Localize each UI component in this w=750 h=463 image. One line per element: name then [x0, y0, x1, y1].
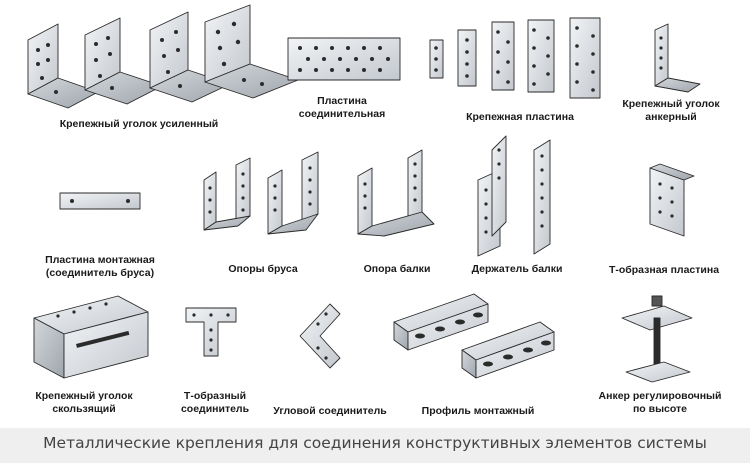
label-corner-connector: Угловой соединитель	[273, 405, 387, 417]
t-shaped-plate-image	[649, 163, 695, 237]
connecting-plate-holes	[298, 46, 390, 72]
label-adjustable-anchor: Анкер регулировочный по высоте	[598, 390, 722, 415]
label-mounting-profile: Профиль монтажный	[421, 405, 535, 417]
mounting-profile-slots	[415, 312, 551, 367]
corner-connector-image	[299, 303, 341, 369]
anchor-angle-bracket-image	[654, 23, 701, 93]
timber-supports-image	[203, 151, 319, 235]
corner-connector-holes	[316, 312, 328, 360]
label-reinforced-angle: Крепежный уголок усиленный	[59, 118, 219, 130]
mounting-plates-holes	[434, 26, 595, 92]
label-anchor-angle: Крепежный уголок анкерный	[622, 98, 720, 123]
sliding-angle-bracket-image	[33, 295, 149, 379]
t-shaped-connector-holes	[192, 313, 230, 352]
anchor-angle-holes	[659, 36, 663, 70]
mounting-plates-image	[429, 17, 601, 99]
connecting-plate-image	[287, 37, 401, 81]
label-mounting-plate: Крепежная пластина	[466, 111, 574, 123]
reinforced-angle-bracket-image	[27, 4, 299, 109]
label-beam-holder: Держатель балки	[471, 263, 563, 275]
caption-bar	[0, 428, 750, 463]
label-sliding-angle: Крепежный уголок скользящий	[35, 390, 133, 415]
label-connecting-plate: Пластина соединительная	[298, 95, 386, 120]
mounting-profile-image	[393, 293, 555, 379]
beam-holder-holes	[484, 148, 544, 234]
beam-support-image	[357, 149, 435, 237]
reinforced-angle-holes	[36, 21, 264, 94]
adjustable-anchor-image	[621, 295, 693, 383]
sliding-angle-holes	[56, 302, 130, 348]
caption: Металлические крепления для соединения к…	[43, 434, 707, 452]
label-assembly-plate: Пластина монтажная (соединитель бруса)	[45, 254, 155, 279]
label-timber-supports: Опоры бруса	[228, 263, 298, 275]
t-shaped-connector-image	[185, 307, 237, 357]
beam-holder-image	[477, 135, 551, 257]
timber-supports-holes	[208, 166, 312, 214]
label-t-shaped-plate: Т-образная пластина	[608, 264, 720, 276]
assembly-plate-holes	[70, 199, 130, 203]
label-t-shaped-connector: Т-образный соединитель	[180, 390, 250, 415]
beam-support-holes	[363, 162, 417, 210]
t-shaped-plate-holes	[658, 182, 674, 218]
label-beam-support: Опора балки	[363, 263, 431, 275]
assembly-plate-image	[59, 192, 141, 210]
